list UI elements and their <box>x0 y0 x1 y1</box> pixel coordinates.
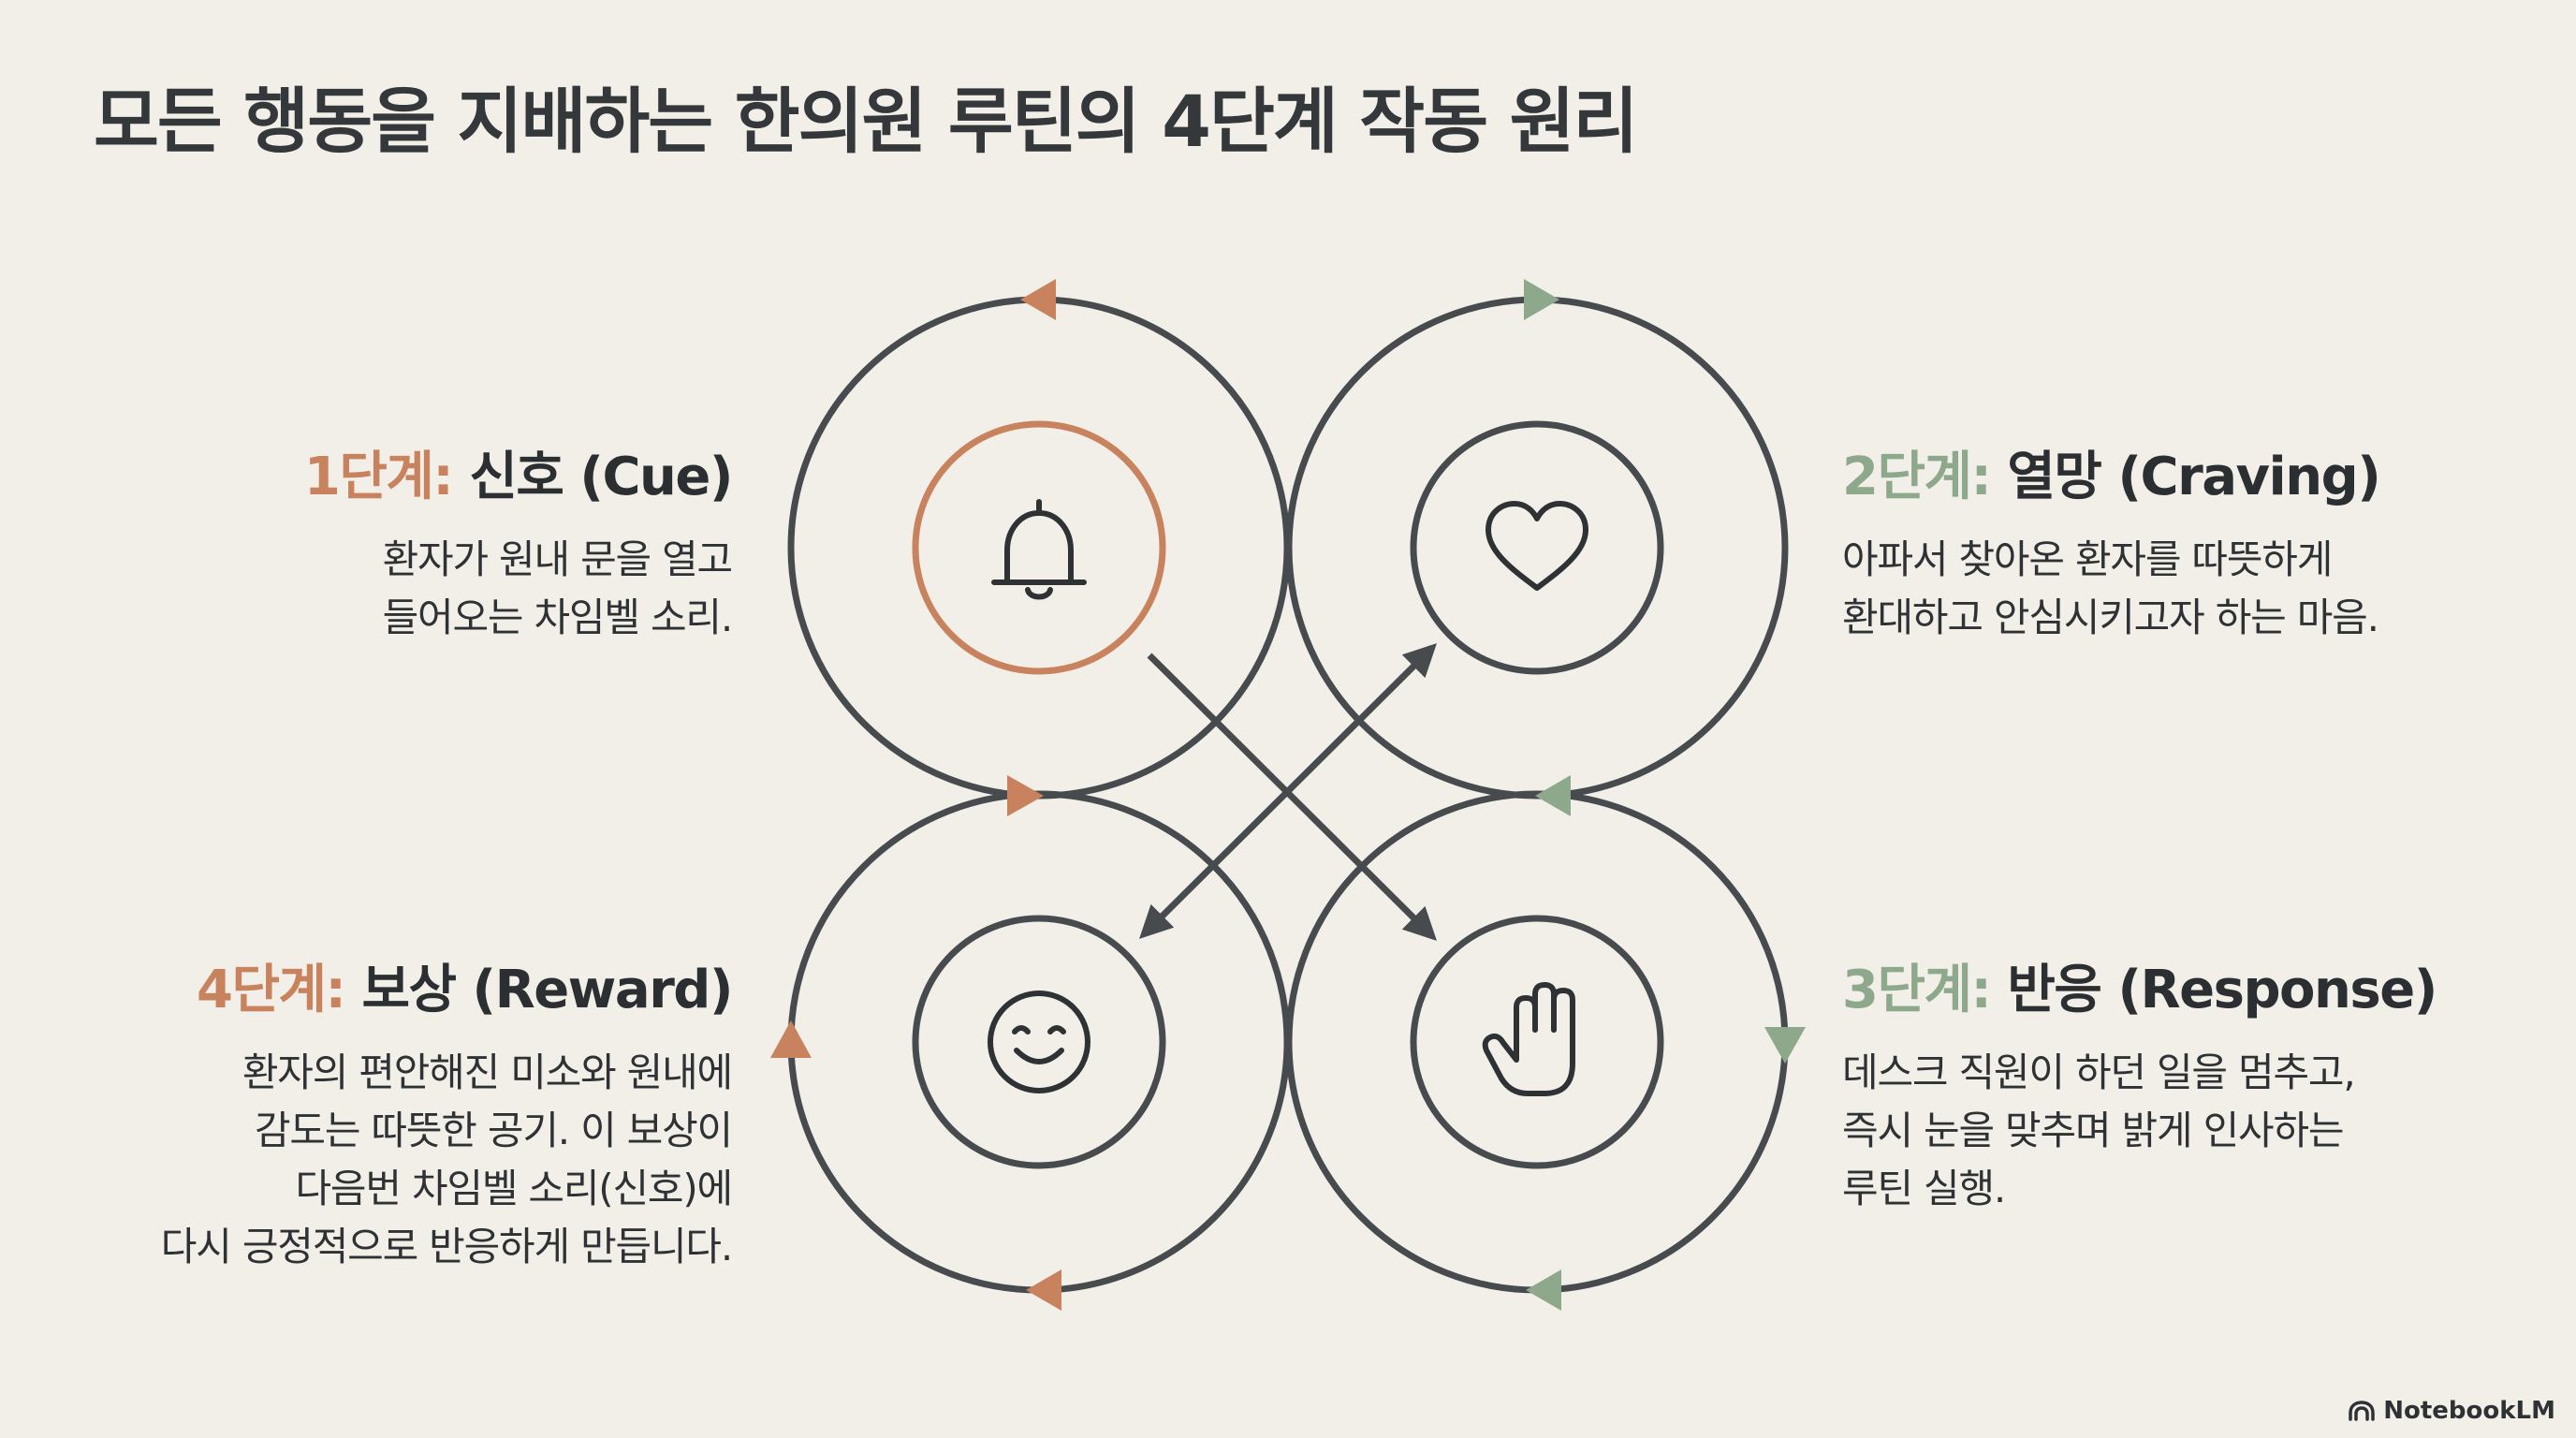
brand-watermark: NotebookLM <box>2348 1397 2555 1425</box>
inner-ring-reward <box>912 915 1166 1169</box>
stage-reward-line: 환자의 편안해진 미소와 원내에 <box>242 1049 733 1095</box>
direction-markers <box>770 279 1806 1311</box>
notebooklm-logo-icon <box>2349 1401 2375 1421</box>
stage-craving-line: 환대하고 안심시키고자 하는 마음. <box>1842 594 2379 640</box>
brand-label: NotebookLM <box>2383 1397 2555 1425</box>
stage-craving-step: 2단계: <box>1842 447 1992 507</box>
stage-response-line: 즉시 눈을 맞추며 밝게 인사하는 <box>1842 1108 2345 1153</box>
direction-arrow-cue-bottom <box>1007 775 1044 816</box>
direction-arrow-craving-top <box>1524 279 1559 320</box>
direction-arrow-craving-bottom <box>1535 775 1571 816</box>
inner-ring-craving <box>1410 420 1664 675</box>
direction-arrow-response-right <box>1764 1027 1806 1064</box>
outer-ring-craving <box>1285 296 1789 800</box>
stage-cue-heading: 1단계: 신호 (Cue) <box>77 434 734 510</box>
stage-craving-description: 아파서 찾아온 환자를 따뜻하게 환대하고 안심시키고자 하는 마음. <box>1842 531 2497 647</box>
cross-arrow-cue-to-response <box>1147 653 1437 941</box>
bell-icon <box>991 499 1087 600</box>
stage-reward-line: 감도는 따뜻한 공기. 이 보상이 <box>254 1108 733 1153</box>
direction-arrow-response-bottom <box>1526 1269 1561 1311</box>
stage-reward-line: 다음번 차임벨 소리(신호)에 <box>295 1166 733 1211</box>
stage-cue-name: 신호 (Cue) <box>469 447 733 507</box>
inner-ring-cue <box>912 420 1166 675</box>
smile-icon <box>988 990 1090 1093</box>
stage-response-name: 반응 (Response) <box>2007 960 2437 1020</box>
stage-cue-step: 1단계: <box>303 447 454 507</box>
stage-response-line: 루틴 실행. <box>1842 1166 2006 1211</box>
stage-cue-description: 환자가 원내 문을 열고 들어오는 차임벨 소리. <box>77 531 734 647</box>
stage-reward-name: 보상 (Reward) <box>361 960 733 1020</box>
stage-craving: 2단계: 열망 (Craving) 아파서 찾아온 환자를 따뜻하게 환대하고 … <box>1842 434 2497 647</box>
stage-craving-heading: 2단계: 열망 (Craving) <box>1842 434 2497 510</box>
direction-arrow-reward-left <box>770 1020 812 1058</box>
direction-arrow-cue-top <box>1020 279 1056 320</box>
inner-ring-response <box>1410 915 1664 1169</box>
stage-reward-line: 다시 긍정적으로 반응하게 만듭니다. <box>160 1224 733 1269</box>
stage-response-description: 데스크 직원이 하던 일을 멈추고, 즉시 눈을 맞추며 밝게 인사하는 루틴 … <box>1842 1044 2497 1218</box>
stage-response-heading: 3단계: 반응 (Response) <box>1842 947 2497 1023</box>
stage-cue-line: 들어오는 차임벨 소리. <box>382 594 734 640</box>
direction-arrow-reward-bottom <box>1026 1269 1061 1311</box>
stage-reward-heading: 4단계: 보상 (Reward) <box>77 947 733 1023</box>
stage-reward: 4단계: 보상 (Reward) 환자의 편안해진 미소와 원내에 감도는 따뜻… <box>77 947 734 1276</box>
stage-response: 3단계: 반응 (Response) 데스크 직원이 하던 일을 멈추고, 즉시… <box>1842 947 2497 1218</box>
cross-arrow-reward-craving <box>1139 643 1437 939</box>
stage-cue: 1단계: 신호 (Cue) 환자가 원내 문을 열고 들어오는 차임벨 소리. <box>77 434 734 647</box>
stage-craving-name: 열망 (Craving) <box>2007 447 2380 507</box>
page-title: 모든 행동을 지배하는 한의원 루틴의 4단계 작동 원리 <box>94 80 1638 163</box>
stage-cue-line: 환자가 원내 문을 열고 <box>382 536 734 582</box>
stage-craving-line: 아파서 찾아온 환자를 따뜻하게 <box>1842 536 2333 582</box>
stage-response-step: 3단계: <box>1842 960 1992 1020</box>
stage-reward-step: 4단계: <box>197 960 346 1020</box>
stage-response-line: 데스크 직원이 하던 일을 멈추고, <box>1842 1049 2356 1095</box>
heart-icon <box>1486 501 1588 591</box>
hand-icon <box>1482 982 1575 1096</box>
stage-reward-description: 환자의 편안해진 미소와 원내에 감도는 따뜻한 공기. 이 보상이 다음번 차… <box>77 1044 733 1276</box>
